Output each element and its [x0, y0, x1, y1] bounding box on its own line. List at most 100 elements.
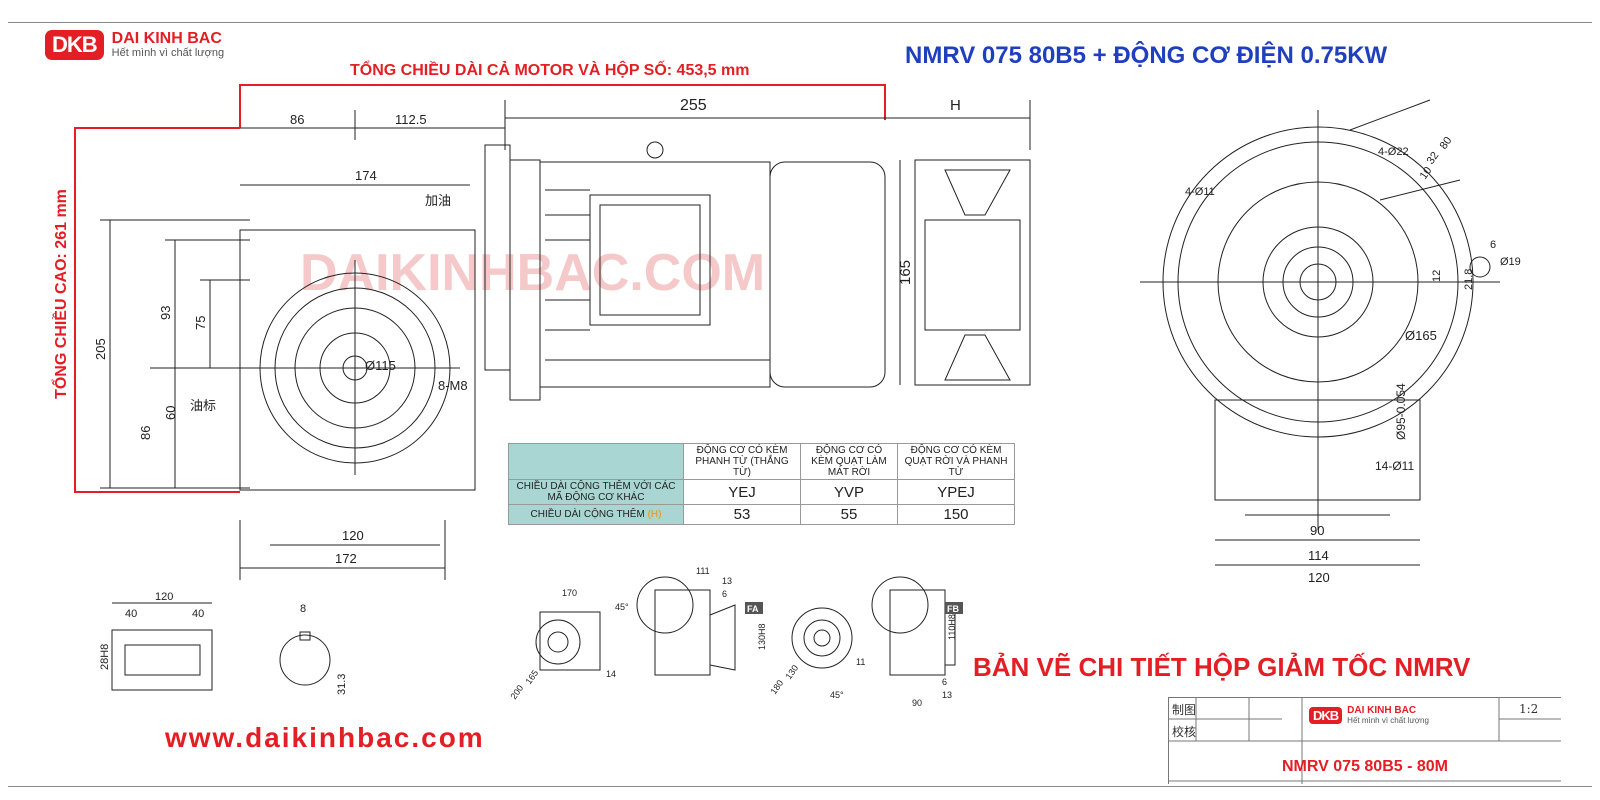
dimension-label: 110H8 — [947, 614, 957, 640]
brand-name: DAI KINH BAC — [111, 30, 222, 47]
drawing-frame — [8, 22, 1592, 787]
dimension-label: 40 — [125, 608, 137, 620]
dimension-label: 40 — [192, 608, 204, 620]
dimension-label: 170 — [562, 588, 577, 598]
dimension-label: 12 — [1431, 270, 1443, 282]
brand-name: DAI KINH BAC — [1347, 705, 1417, 716]
dimension-label: 8-M8 — [438, 378, 468, 393]
front-view — [100, 100, 1031, 580]
table-cell: 55 — [800, 504, 898, 525]
dimension-label: 114 — [1308, 548, 1329, 563]
dimension-label: 10 — [1418, 165, 1435, 182]
dimension-label: Ø115 — [365, 358, 396, 373]
dimension-label: 205 — [93, 338, 108, 360]
dimension-label: 28H8 — [99, 644, 111, 670]
extension-length-table: ĐỘNG CƠ CÓ KÈM PHANH TỪ (THẮNG TỪ) ĐỘNG … — [508, 443, 1015, 525]
title-block-logo: DKB DAI KINH BAC Hết mình vì chất lượng — [1309, 706, 1429, 725]
total-length-label: TỔNG CHIỀU DÀI CẢ MOTOR VÀ HỘP SỐ: 453,5… — [350, 62, 750, 79]
dimension-label: 165 — [523, 668, 540, 686]
dimension-label: 8 — [300, 603, 306, 615]
table-header: ĐỘNG CƠ CÓ KÈM QUẠT LÀM MÁT RỜI — [800, 443, 898, 480]
model-code: NMRV 075 80B5 - 80M — [1282, 758, 1448, 775]
dimension-label: 6 — [722, 589, 727, 599]
dimension-label: 6 — [1490, 239, 1496, 251]
website-link[interactable]: www.daikinhbac.com — [165, 722, 485, 753]
dimension-label: 31.3 — [336, 674, 348, 695]
checked-by-label: 校核 — [1172, 725, 1197, 739]
dimension-label: 45° — [830, 690, 844, 700]
fa-tag: FA — [747, 604, 759, 614]
dimension-label: 255 — [680, 97, 707, 114]
dimension-label: 4-Ø22 — [1378, 146, 1409, 158]
dimension-label: 165 — [897, 260, 914, 285]
dimension-label: 90 — [1310, 523, 1324, 538]
table-cell: YPEJ — [897, 479, 1015, 505]
dimension-label: 14-Ø11 — [1375, 459, 1414, 473]
drawing-title: BẢN VẼ CHI TIẾT HỘP GIẢM TỐC NMRV — [973, 652, 1471, 682]
logo-mark: DKB — [1309, 707, 1343, 724]
total-dimension-lines — [74, 84, 886, 493]
drawn-by-label: 制图 — [1172, 703, 1197, 717]
row-label: CHIỀU DÀI CỘNG THÊM (H) — [508, 504, 684, 525]
dimension-label: 加油 — [425, 193, 451, 208]
table-row: ĐỘNG CƠ CÓ KÈM PHANH TỪ (THẮNG TỪ) ĐỘNG … — [508, 443, 1015, 480]
dimension-label: 120 — [155, 591, 173, 603]
dimension-label: 90 — [912, 698, 922, 708]
front-view-dimensions: 86 112.5 255 H 174 加油 205 93 75 86 60 油标… — [93, 97, 961, 566]
brand-logo: DKB DAI KINH BAC Hết mình vì chất lượng — [45, 30, 224, 60]
dimension-label: 60 — [163, 406, 178, 420]
side-view — [1140, 99, 1500, 566]
dimension-label: 130H8 — [757, 623, 767, 650]
dimension-label: 111 — [696, 566, 710, 576]
scale-value: 1:2 — [1519, 702, 1539, 716]
dimension-label: 11 — [856, 657, 865, 667]
page-title: NMRV 075 80B5 + ĐỘNG CƠ ĐIỆN 0.75KW — [905, 42, 1388, 69]
dimension-label: 86 — [290, 112, 304, 127]
dimension-label: 112.5 — [395, 112, 427, 127]
fb-tag: FB — [947, 604, 959, 614]
table-corner — [508, 443, 684, 480]
dimension-label: 4-Ø11 — [1185, 186, 1215, 198]
dimension-label: Ø95-0.054 — [1394, 383, 1408, 440]
dimension-label: 172 — [335, 551, 357, 566]
dimension-label: 174 — [355, 168, 377, 183]
side-view-dimensions: 4-Ø11 4-Ø22 80 32 10 6 Ø19 21.8 12 Ø165 … — [1185, 135, 1521, 585]
table-row: CHIỀU DÀI CỘNG THÊM (H) 53 55 150 — [508, 504, 1015, 525]
shaft-views — [111, 602, 331, 691]
dimension-label: 120 — [1308, 570, 1330, 585]
title-block: 制图 校核 1:2 DKB DAI KINH BAC Hết mình vì c… — [1168, 697, 1561, 784]
table-cell: 53 — [683, 504, 801, 525]
fb-tag-background — [945, 602, 963, 614]
fa-tag-background — [745, 602, 763, 614]
dimension-label: 180 — [768, 678, 785, 696]
table-cell: 150 — [897, 504, 1015, 525]
dimension-label: 80 — [1438, 135, 1455, 152]
dimension-label: Ø19 — [1500, 256, 1521, 268]
flange-views — [535, 576, 956, 676]
dimension-label: 120 — [342, 528, 364, 543]
dimension-label: 45° — [615, 602, 629, 612]
table-cell: YVP — [800, 479, 898, 505]
dimension-label: 6 — [942, 677, 947, 687]
dimension-label: 130 — [783, 663, 800, 681]
title-block-grid — [1169, 698, 1561, 784]
dimension-label: 93 — [158, 306, 173, 320]
table-cell: YEJ — [683, 479, 801, 505]
brand-slogan: Hết mình vì chất lượng — [1347, 716, 1429, 725]
dimension-label: 86 — [138, 426, 153, 440]
dimension-label: 14 — [606, 669, 616, 679]
dimension-label: H — [950, 97, 961, 114]
dimension-label: 32 — [1425, 150, 1442, 167]
watermark: DAIKINHBAC.COM — [300, 244, 765, 302]
flange-dimensions: 170 45° 165 200 14 111 13 6 130H8 FA 130… — [508, 566, 963, 708]
dimension-label: 21.8 — [1463, 269, 1475, 290]
shaft-dimensions: 120 40 40 28H8 8 31.3 — [99, 591, 348, 695]
row-label-suffix: (H) — [647, 509, 662, 520]
dimension-label: Ø165 — [1405, 328, 1437, 343]
dimension-label: 13 — [942, 690, 952, 700]
brand-slogan: Hết mình vì chất lượng — [111, 47, 225, 59]
logo-mark: DKB — [45, 30, 104, 60]
dimension-label: 200 — [508, 683, 525, 701]
dimension-label: 油标 — [190, 398, 216, 413]
